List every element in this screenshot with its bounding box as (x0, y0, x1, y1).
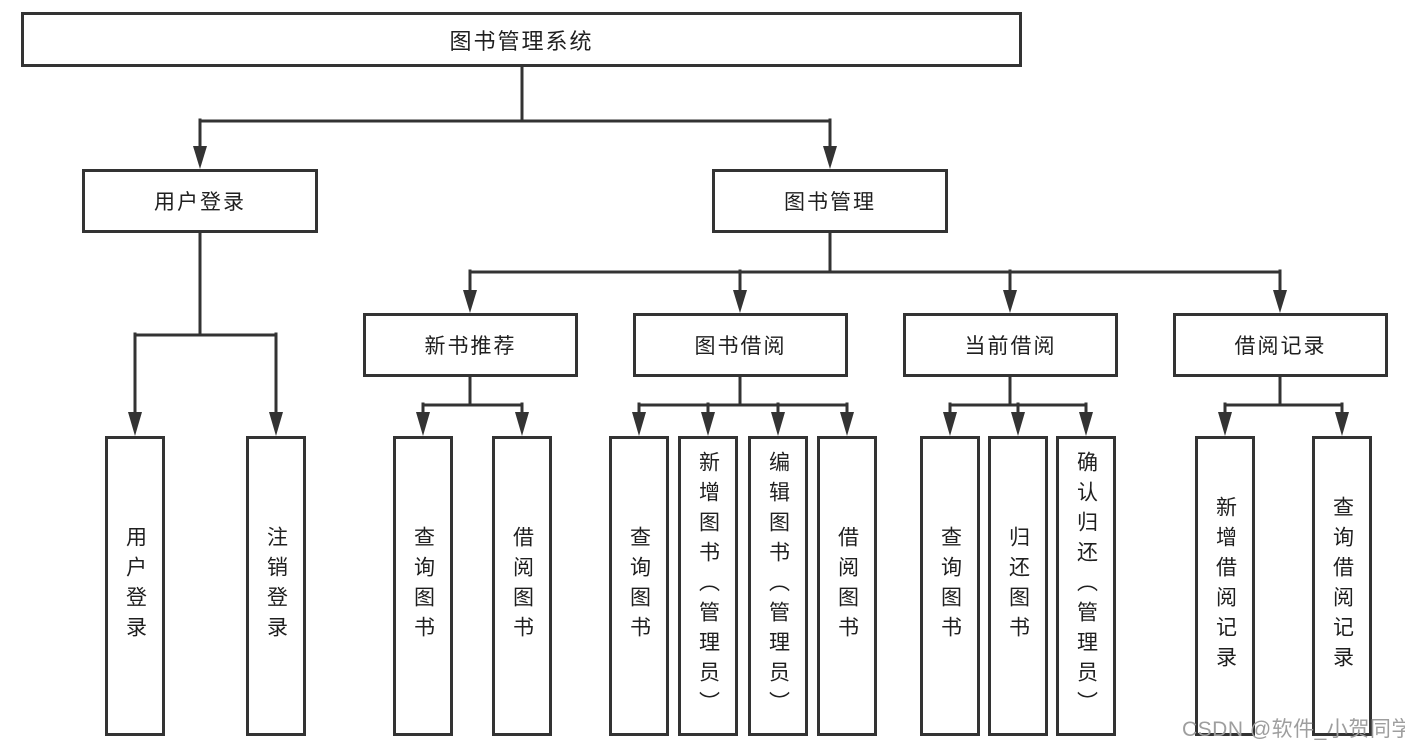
watermark: CSDN @软件_小贺同学 (1182, 718, 1405, 741)
arrow-down-icon (1003, 290, 1017, 313)
node-label: 查询图书 (627, 526, 651, 646)
node-label: 用户登录 (123, 526, 147, 646)
node-label: 注销登录 (264, 526, 288, 646)
arrow-down-icon (823, 146, 837, 169)
leaf-query-books-recommend: 查询图书 (393, 436, 453, 736)
node-label: 查询借阅记录 (1330, 496, 1354, 676)
node-book-management: 图书管理 (712, 169, 948, 233)
arrow-down-icon (733, 290, 747, 313)
node-current-borrow: 当前借阅 (903, 313, 1118, 377)
node-user-login: 用户登录 (82, 169, 318, 233)
leaf-borrow-books: 借阅图书 (817, 436, 877, 736)
node-label: 查询图书 (938, 526, 962, 646)
leaf-confirm-return-admin: 确认归还（管理员） (1056, 436, 1116, 736)
node-label: 确认归还（管理员） (1074, 451, 1098, 721)
arrow-down-icon (193, 146, 207, 169)
node-library-system: 图书管理系统 (21, 12, 1022, 67)
node-label: 新增图书（管理员） (696, 451, 720, 721)
arrow-down-icon (632, 412, 646, 436)
leaf-add-book-admin: 新增图书（管理员） (678, 436, 738, 736)
arrow-down-icon (416, 412, 430, 436)
node-label: 查询图书 (411, 526, 435, 646)
arrow-down-icon (515, 412, 529, 436)
leaf-add-borrow-record: 新增借阅记录 (1195, 436, 1255, 736)
arrow-down-icon (128, 412, 142, 436)
arrow-down-icon (840, 412, 854, 436)
leaf-borrow-books-recommend: 借阅图书 (492, 436, 552, 736)
arrow-down-icon (463, 290, 477, 313)
node-borrow-records: 借阅记录 (1173, 313, 1388, 377)
node-label: 编辑图书（管理员） (766, 451, 790, 721)
leaf-logout: 注销登录 (246, 436, 306, 736)
node-label: 归还图书 (1006, 526, 1030, 646)
leaf-query-books-current: 查询图书 (920, 436, 980, 736)
arrow-down-icon (1011, 412, 1025, 436)
leaf-user-login: 用户登录 (105, 436, 165, 736)
node-label: 借阅图书 (510, 526, 534, 646)
arrow-down-icon (1335, 412, 1349, 436)
arrow-down-icon (771, 412, 785, 436)
arrow-down-icon (1079, 412, 1093, 436)
node-new-book-recommend: 新书推荐 (363, 313, 578, 377)
arrow-down-icon (1273, 290, 1287, 313)
leaf-query-books-borrow: 查询图书 (609, 436, 669, 736)
arrow-down-icon (943, 412, 957, 436)
leaf-edit-book-admin: 编辑图书（管理员） (748, 436, 808, 736)
node-label: 借阅图书 (835, 526, 859, 646)
arrow-down-icon (701, 412, 715, 436)
arrow-down-icon (269, 412, 283, 436)
arrow-down-icon (1218, 412, 1232, 436)
leaf-return-books: 归还图书 (988, 436, 1048, 736)
leaf-query-borrow-record: 查询借阅记录 (1312, 436, 1372, 736)
node-label: 新增借阅记录 (1213, 496, 1237, 676)
node-book-borrow: 图书借阅 (633, 313, 848, 377)
